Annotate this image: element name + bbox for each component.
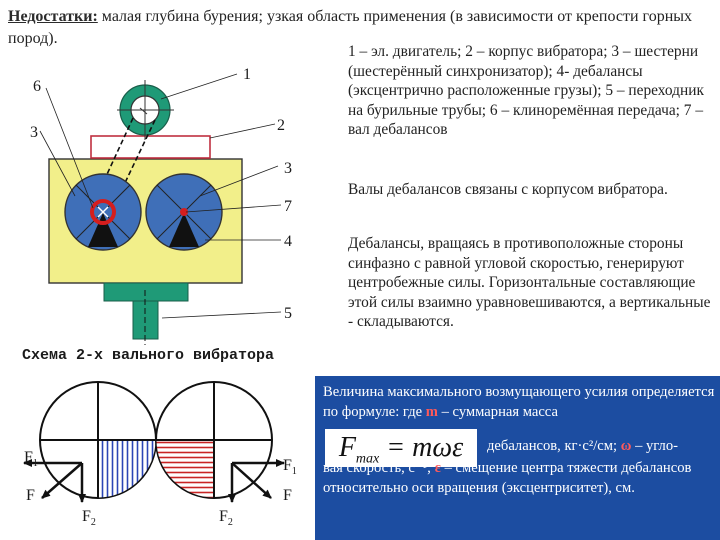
force-f-right-label: F [283, 487, 292, 504]
paragraph-shafts: Валы дебалансов связаны с корпусом вибра… [348, 181, 668, 198]
label-3-right: 3 [284, 160, 292, 177]
label-5: 5 [284, 305, 292, 322]
legend-text: 1 – эл. двигатель; 2 – корпус вибратора;… [348, 43, 704, 139]
force-f1-right-label: F1 [283, 457, 297, 477]
force-f-right-vector [231, 462, 272, 499]
formula-lhs-sub: max [355, 451, 380, 467]
force-f2-left-label: F2 [82, 508, 96, 528]
m-symbol: m [425, 404, 438, 420]
epsilon-symbol: ε [434, 460, 441, 476]
force-f-left-label: F [26, 487, 35, 504]
force-f2-right-label: F2 [219, 508, 233, 528]
label-2: 2 [277, 117, 285, 134]
force-f1-left-label: F1 [24, 449, 38, 469]
formula-intro: Величина максимального возмущающего усил… [323, 382, 715, 422]
formula-rhs: = mωε [386, 432, 464, 463]
angular-speed-text: вая скорость, с⁻¹; [323, 460, 432, 476]
force-left-hatched-quadrant [97, 439, 157, 499]
formula-box: Fmax = mωε [325, 429, 477, 467]
formula-lhs: F [338, 432, 356, 463]
scheme-caption: Схема 2-х вального вибратора [22, 347, 275, 364]
paragraph-debalances: Дебалансы, вращаясь в противоположные ст… [348, 235, 711, 331]
label-3-left: 3 [30, 124, 38, 141]
label-4: 4 [284, 233, 292, 250]
force-f-left-vector [41, 462, 83, 499]
header-body: малая глубина бурения; узкая область при… [8, 8, 692, 47]
formula-info-box: Величина максимального возмущающего усил… [315, 376, 720, 540]
header-label: Недостатки: [8, 8, 98, 25]
omega-symbol: ω [620, 438, 632, 454]
formula-intro-tail: – суммарная масса [441, 404, 558, 420]
left-shaft-ring [90, 199, 116, 225]
left-eccentric-weight [88, 213, 118, 247]
motor-mount [90, 135, 211, 159]
force-right-hatched-quadrant [155, 439, 215, 499]
label-7: 7 [284, 198, 292, 215]
right-eccentric-weight [169, 213, 199, 247]
adapter-plate [103, 282, 189, 302]
header-text: Недостатки: малая глубина бурения; узкая… [8, 6, 718, 50]
right-shaft-dot [180, 208, 188, 216]
formula-intro-text: Величина максимального возмущающего усил… [323, 384, 715, 420]
eccentricity-text: – смещение центра тяжести дебалансов отн… [323, 460, 692, 496]
formula-explanation-bottom: вая скорость, с⁻¹; ε – смещение центра т… [323, 458, 715, 498]
formula-explanation-right: дебалансов, кг·с²/см; ω – угло- [487, 436, 717, 456]
mass-units-text: дебалансов, кг·с²/см; [487, 438, 618, 454]
label-6: 6 [33, 78, 41, 95]
label-1: 1 [243, 66, 251, 83]
omega-text: – угло- [635, 438, 678, 454]
